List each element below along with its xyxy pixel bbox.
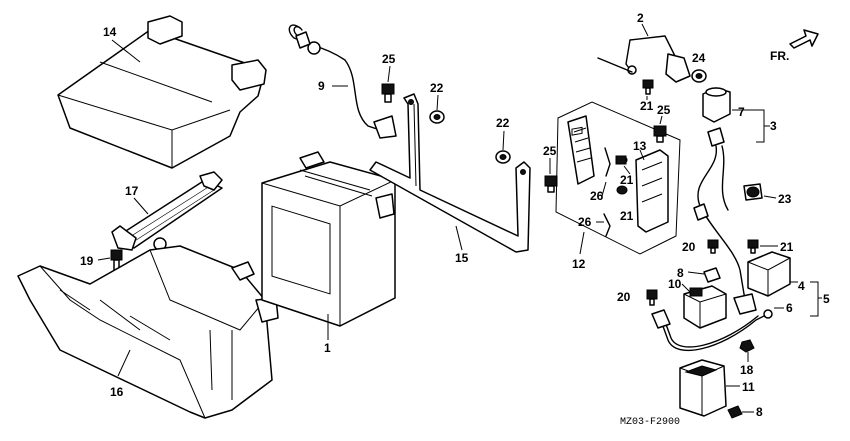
callout-4: 4 xyxy=(798,279,805,293)
bolt-20-upper xyxy=(707,239,719,254)
callout-17: 17 xyxy=(125,184,139,198)
leader-12 xyxy=(579,231,585,255)
bracket-5 xyxy=(810,281,819,317)
callout-12: 12 xyxy=(572,257,586,271)
callout-5: 5 xyxy=(823,292,830,306)
figure-code: MZ03-F2900 xyxy=(620,417,680,428)
callout-21-top: 21 xyxy=(640,99,654,113)
callout-3: 3 xyxy=(770,119,777,133)
callout-21-fusebox-lower: 21 xyxy=(620,209,634,223)
callout-19: 19 xyxy=(80,254,94,268)
relay-cable-6 xyxy=(651,309,773,352)
battery-cover xyxy=(57,15,267,169)
battery-stay-15 xyxy=(369,93,531,253)
relay-boot-11 xyxy=(679,359,727,417)
battery-case xyxy=(17,245,279,419)
leader-25-right xyxy=(659,115,663,125)
bolt-25-left xyxy=(381,83,395,103)
callout-22-lower: 22 xyxy=(496,116,510,130)
sub-cable-2 xyxy=(597,35,691,83)
callout-25-right: 25 xyxy=(657,103,671,117)
battery-cable-9 xyxy=(288,24,397,139)
callout-25-mid: 25 xyxy=(543,144,557,158)
fuse-box-assembly xyxy=(555,101,681,255)
leader-25-left xyxy=(387,65,391,83)
leader-14 xyxy=(111,39,141,63)
leader-17 xyxy=(133,197,149,215)
terminal-cover-7 xyxy=(702,87,731,123)
callout-20-lower: 20 xyxy=(617,290,631,304)
callout-25-left: 25 xyxy=(382,52,396,66)
bolt-21-top xyxy=(642,79,654,95)
leader-8-upper xyxy=(687,271,705,275)
callout-26-upper: 26 xyxy=(590,189,604,203)
grommet-24 xyxy=(691,69,707,83)
callout-15: 15 xyxy=(455,251,469,265)
front-direction-arrow xyxy=(789,29,819,49)
callout-24: 24 xyxy=(692,51,706,65)
callout-1: 1 xyxy=(324,341,331,355)
nut-18 xyxy=(739,339,755,353)
bolt-25-right xyxy=(653,125,667,143)
leader-23 xyxy=(763,195,777,199)
callout-9: 9 xyxy=(318,79,325,93)
battery xyxy=(261,151,396,327)
callout-26-lower: 26 xyxy=(578,215,592,229)
fuse-8-lower xyxy=(727,405,743,419)
callout-7: 7 xyxy=(738,105,745,119)
leader-21-fusebox xyxy=(623,165,631,175)
callout-22-upper: 22 xyxy=(430,81,444,95)
callout-18: 18 xyxy=(740,363,754,377)
callout-21-fusebox-upper: 21 xyxy=(620,173,634,187)
battery-holder-strap xyxy=(111,171,223,251)
callout-13: 13 xyxy=(633,139,647,153)
leader-10 xyxy=(681,283,691,293)
callout-8-upper: 8 xyxy=(677,266,684,280)
starter-cable xyxy=(693,127,757,315)
bolt-20-lower xyxy=(646,289,658,306)
bolt-25-mid xyxy=(544,175,558,193)
relay-cover-4 xyxy=(747,251,791,297)
callout-6: 6 xyxy=(786,301,793,315)
direction-label: FR. xyxy=(770,49,789,63)
callout-16: 16 xyxy=(110,385,124,399)
starter-relay-10 xyxy=(683,267,727,329)
leader-26-upper xyxy=(601,181,607,197)
callout-11: 11 xyxy=(742,380,755,394)
grommet-23 xyxy=(743,183,763,201)
leader-13 xyxy=(639,149,645,161)
callout-2: 2 xyxy=(637,11,644,25)
callout-14: 14 xyxy=(103,25,117,39)
leader-19 xyxy=(97,257,111,261)
leader-16 xyxy=(117,349,131,377)
leader-22-lower xyxy=(502,130,505,151)
grommet-22-lower xyxy=(495,150,511,164)
grommet-22-upper xyxy=(429,110,445,124)
bolt-21-right xyxy=(747,239,759,254)
bracket-3 xyxy=(756,109,765,143)
bolt-21-fusebox xyxy=(615,155,627,165)
leader-2 xyxy=(641,23,649,37)
callout-8-lower: 8 xyxy=(756,405,763,419)
leader-22-upper xyxy=(436,94,439,111)
callout-23: 23 xyxy=(778,192,792,206)
callout-10: 10 xyxy=(668,277,682,291)
callout-21-right: 21 xyxy=(780,240,794,254)
leader-15 xyxy=(455,225,463,251)
callout-20-upper: 20 xyxy=(682,240,696,254)
